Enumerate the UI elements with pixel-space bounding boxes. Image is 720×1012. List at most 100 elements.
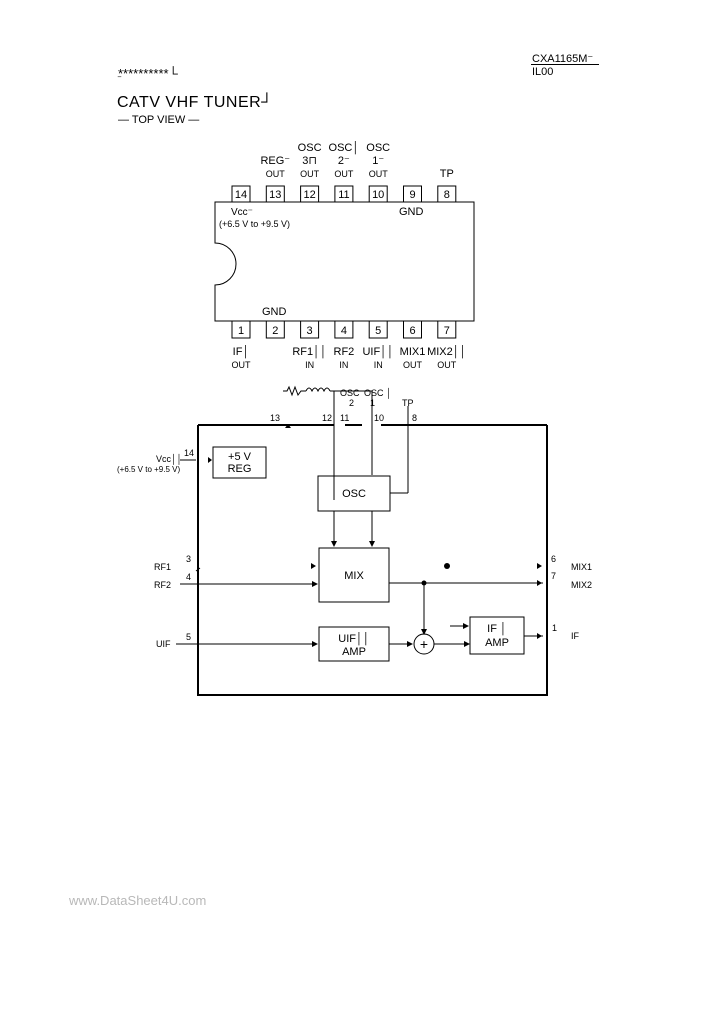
top-pin-box <box>334 185 354 203</box>
bottom-pin-label: UIF││ <box>362 344 393 359</box>
blk-pin10: 10 <box>374 413 384 423</box>
part-number: CXA1165M⁻ <box>532 53 594 65</box>
uif-amp-line1: UIF││ <box>338 631 369 646</box>
osc-label: OSC <box>342 488 366 500</box>
top-pin-label: OUT <box>334 169 354 179</box>
reg-block <box>212 446 267 479</box>
top-pin-number: 8 <box>444 189 450 201</box>
bottom-pin-label: IN <box>339 360 348 370</box>
section-marker-sub: ‾ <box>118 76 121 86</box>
bottom-pin-label: RF2 <box>334 346 355 358</box>
bottom-pin-number: 7 <box>444 325 450 337</box>
blk-pin4: 4 <box>186 572 191 582</box>
blk-pin11: 11 <box>340 413 349 423</box>
blk-pin5: 5 <box>186 632 191 642</box>
mix-block <box>318 547 390 603</box>
top-pin-label: 2⁻ <box>338 155 350 167</box>
rf1-label: RF1 <box>154 562 171 572</box>
top-pin-box <box>265 185 285 203</box>
bottom-pin-number: 5 <box>375 325 381 337</box>
blk-pin3: 3 <box>186 554 191 564</box>
rf1-stub <box>195 567 201 572</box>
bottom-pin-number: 3 <box>307 325 313 337</box>
blk-pin14: 14 <box>184 448 194 458</box>
bottom-pin-box <box>300 320 320 339</box>
bottom-pin-label: OUT <box>403 360 423 370</box>
top-pin-label: OUT <box>266 169 286 179</box>
ext-osc1-num: 1 <box>370 398 375 408</box>
mix-in-marker <box>311 563 316 569</box>
block-diagram <box>197 424 548 696</box>
bottom-pin-number: 6 <box>409 325 415 337</box>
reg-line2: REG <box>228 463 252 475</box>
top-pin-number: 12 <box>303 189 315 201</box>
mix2-marker <box>537 580 542 586</box>
blk-pin12: 12 <box>322 413 332 423</box>
footer-watermark: www.DataSheet4U.com <box>69 893 207 908</box>
if-out-label: IF <box>571 631 580 641</box>
top-pin-label: OSC <box>366 142 390 154</box>
ext-osc2-num: 2 <box>349 398 354 408</box>
top-pin-label: OUT <box>369 169 389 179</box>
uif-in-label: UIF <box>156 639 171 649</box>
section-marker: **********└ <box>118 66 178 81</box>
external-oscillator-network <box>283 385 409 500</box>
header-rule <box>531 64 599 65</box>
blk-pin7: 7 <box>551 571 556 581</box>
top-pin-label: OSC <box>298 142 322 154</box>
vcc-arrow <box>208 457 212 463</box>
top-pin-label: TP <box>440 168 454 180</box>
ic-package <box>214 201 475 322</box>
ext-osc2-label: OSC <box>340 388 360 398</box>
view-label: — TOP VIEW — <box>118 114 200 126</box>
top-pin-box <box>368 185 388 203</box>
top-pin-number: 13 <box>269 189 281 201</box>
mix-dot <box>444 563 450 569</box>
bottom-pin-number: 4 <box>341 325 347 337</box>
mix1-label: MIX1 <box>571 562 592 572</box>
uif-amp-line2: AMP <box>342 646 366 658</box>
bottom-pin-box <box>231 320 251 339</box>
blk-vcc-range: (+6.5 V to +9.5 V) <box>117 465 180 474</box>
blk-pin6: 6 <box>551 554 556 564</box>
top-pin-number: 9 <box>409 189 415 201</box>
top-pin-number: 11 <box>338 189 349 201</box>
ext-tp-label: TP <box>402 398 414 408</box>
bottom-pin-label: IF│ <box>233 344 250 359</box>
top-pin-box <box>403 185 422 203</box>
ext-osc1-label: OSC │ <box>364 387 392 399</box>
bottom-pin-box <box>368 320 388 339</box>
rf2-label: RF2 <box>154 580 171 590</box>
bottom-pin-box <box>403 320 422 339</box>
if-amp-line1: IF │ <box>487 621 507 636</box>
blk-pin1: 1 <box>552 623 557 633</box>
bottom-pin-box <box>265 320 285 339</box>
top-pin-box <box>437 185 457 203</box>
package-gnd-bottom: GND <box>262 306 287 318</box>
mix1-marker <box>537 563 542 569</box>
top-pin-label: 1⁻ <box>372 155 384 167</box>
reg-line1: +5 V <box>228 451 252 463</box>
bottom-pin-box <box>334 320 354 339</box>
top-pin-label: REG⁻ <box>260 155 290 167</box>
top-pin-number: 10 <box>372 189 384 201</box>
top-pin-label: OSC│ <box>329 140 360 155</box>
top-pin-label: OUT <box>300 169 320 179</box>
bottom-pin-label: OUT <box>232 360 252 370</box>
top-pin-box <box>231 185 251 203</box>
top-pin-box <box>300 185 320 203</box>
bottom-pin-label: MIX1 <box>400 346 426 358</box>
blk-pin13: 13 <box>270 413 280 423</box>
blk-vcc-label: Vcc││ <box>156 453 182 465</box>
top-pin-number: 14 <box>235 189 247 201</box>
package-vcc-range: (+6.5 V to +9.5 V) <box>219 219 290 229</box>
bottom-pin-label: RF1││ <box>292 344 327 359</box>
mix2-label: MIX2 <box>571 580 592 590</box>
top-pin-label: 3⊓ <box>302 155 317 167</box>
package-gnd-top: GND <box>399 206 424 218</box>
bottom-pin-label: IN <box>374 360 383 370</box>
mix-label: MIX <box>344 570 364 582</box>
